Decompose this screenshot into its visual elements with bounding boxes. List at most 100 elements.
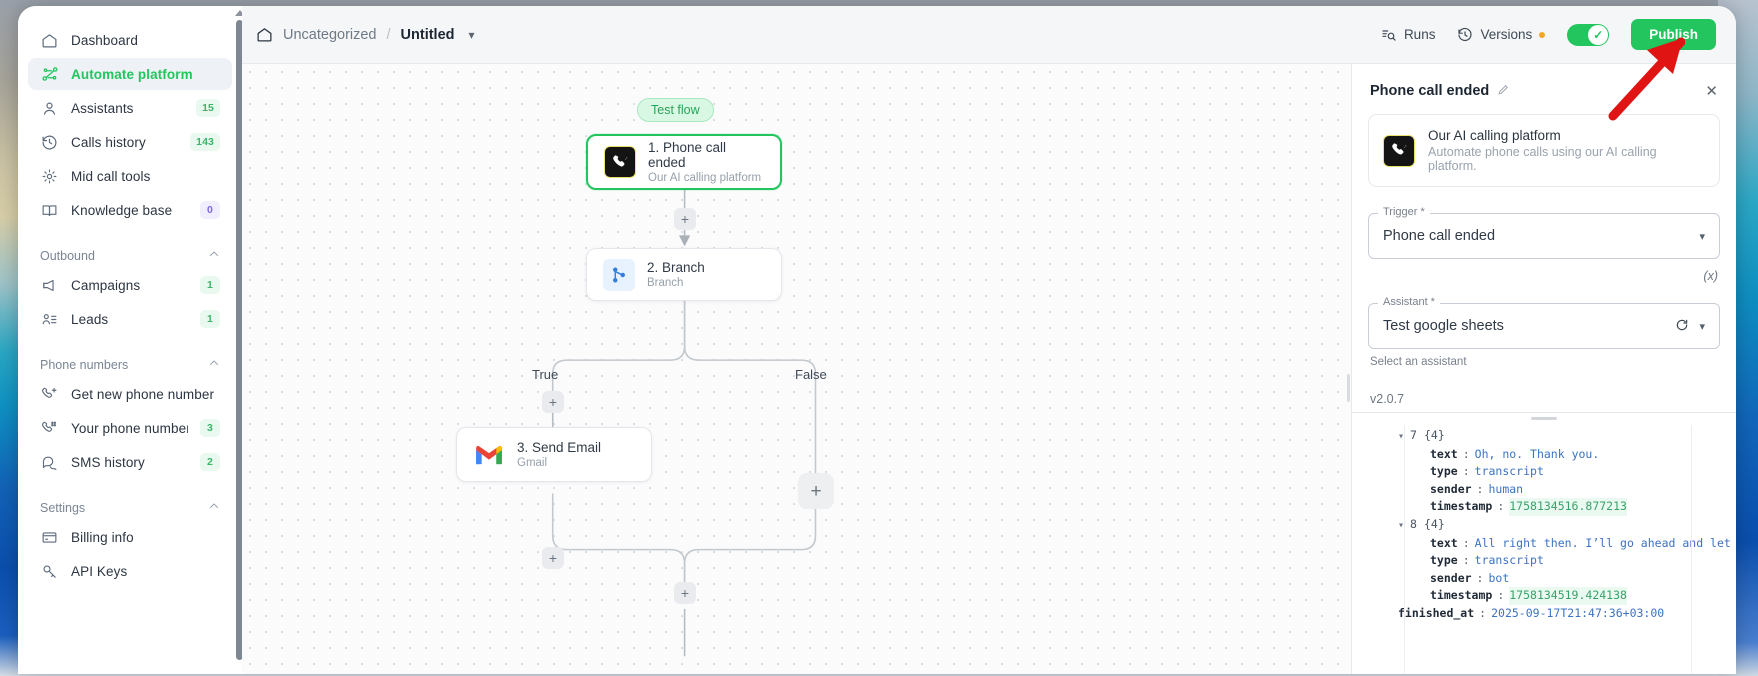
enable-toggle[interactable]: ✓: [1567, 23, 1610, 46]
trigger-field[interactable]: Trigger * Phone call ended ▾: [1368, 206, 1720, 259]
sidebar-item-badge: 1: [200, 309, 220, 329]
sidebar-item-get-new-phone-number[interactable]: Get new phone number: [28, 378, 232, 410]
home-icon: [40, 31, 59, 50]
json-value: 1758134516.877213: [1509, 498, 1627, 516]
flow-node-texts: 2. Branch Branch: [647, 260, 705, 289]
toggle-knob-check-icon: ✓: [1588, 24, 1609, 45]
add-step-false-branch-button[interactable]: +: [798, 473, 834, 509]
sidebar-group-settings[interactable]: Settings: [18, 500, 242, 515]
flow-node-phone-call-ended[interactable]: 1. Phone call ended Our AI calling platf…: [586, 134, 782, 190]
json-indent-guide-right: [1691, 425, 1692, 674]
sidebar-item-automate-platform[interactable]: Automate platform: [28, 58, 232, 90]
run-json-viewer[interactable]: ▾7{4}text:Oh, no. Thank you.type:transcr…: [1352, 412, 1736, 674]
panel-title: Phone call ended: [1370, 83, 1490, 99]
top-toolbar-actions: Runs Versions ✓ Publish: [1381, 19, 1716, 50]
sidebar-group-outbound[interactable]: Outbound: [18, 248, 242, 263]
chevron-up-icon[interactable]: [208, 357, 220, 372]
edge-label-true: True: [532, 367, 559, 382]
sidebar-scroll-up-arrow[interactable]: [235, 10, 245, 16]
json-key-value-row: text:All right then. I’ll go ahead and l…: [1352, 535, 1736, 553]
sidebar-item-label: Campaigns: [71, 277, 141, 293]
chevron-up-icon[interactable]: [208, 248, 220, 263]
flow-node-branch[interactable]: 2. Branch Branch: [586, 248, 782, 301]
flow-node-texts: 1. Phone call ended Our AI calling platf…: [648, 140, 764, 184]
chevron-down-icon[interactable]: ▾: [468, 27, 475, 42]
sidebar-scrollbar[interactable]: [236, 20, 243, 660]
home-icon[interactable]: [256, 26, 273, 43]
json-key-value-row: timestamp:1758134519.424138: [1352, 587, 1736, 605]
json-pane-drag-handle[interactable]: [1531, 417, 1557, 420]
add-step-true-branch-button[interactable]: +: [542, 391, 564, 413]
runs-button[interactable]: Runs: [1381, 27, 1435, 43]
sidebar-item-label: Your phone numbers: [71, 420, 188, 436]
trigger-select-value: Phone call ended: [1383, 228, 1496, 244]
flow-canvas[interactable]: Test flow 1. Phone call ended Our AI cal…: [242, 64, 1351, 674]
branch-icon: [603, 258, 635, 291]
refresh-icon[interactable]: [1675, 318, 1689, 335]
chevron-down-icon[interactable]: ▾: [1699, 230, 1705, 243]
expression-toggle[interactable]: (x): [1703, 269, 1718, 283]
breadcrumb: Uncategorized / Untitled ▾: [256, 26, 475, 43]
panel-header: Phone call ended ✕: [1352, 64, 1736, 110]
sidebar-item-mid-call-tools[interactable]: Mid call tools: [28, 160, 232, 192]
pencil-icon[interactable]: [1497, 83, 1510, 99]
phone-call-icon: [1383, 134, 1415, 167]
sidebar-item-label: Billing info: [71, 529, 134, 545]
sidebar-item-dashboard[interactable]: Dashboard: [28, 24, 232, 56]
chevron-up-icon[interactable]: [208, 500, 220, 515]
json-value: human: [1488, 481, 1524, 496]
add-step-after-send-email-button[interactable]: +: [542, 547, 564, 569]
flow-node-send-email[interactable]: 3. Send Email Gmail: [456, 427, 652, 482]
assistant-select[interactable]: Test google sheets ▾: [1368, 303, 1720, 349]
test-flow-chip[interactable]: Test flow: [637, 98, 714, 122]
versions-button[interactable]: Versions: [1457, 27, 1546, 43]
sidebar-item-api-keys[interactable]: API Keys: [28, 555, 232, 587]
json-value: Oh, no. Thank you.: [1474, 446, 1600, 461]
trigger-info-texts: Our AI calling platform Automate phone c…: [1428, 128, 1705, 173]
add-step-after-merge-button[interactable]: +: [674, 582, 696, 604]
sidebar-item-label: SMS history: [71, 454, 145, 470]
flow-node-texts: 3. Send Email Gmail: [517, 440, 601, 469]
trigger-select[interactable]: Phone call ended ▾: [1368, 213, 1720, 259]
sidebar-item-billing-info[interactable]: Billing info: [28, 521, 232, 553]
assistant-field-help: Select an assistant: [1370, 356, 1467, 368]
json-group-row: ▾7{4}: [1352, 427, 1736, 446]
leads-icon: [40, 310, 59, 329]
chevron-down-icon[interactable]: ▾: [1398, 519, 1405, 531]
sidebar-group-phone-numbers[interactable]: Phone numbers: [18, 357, 242, 372]
sidebar-item-badge: 15: [196, 98, 220, 118]
json-count: {4}: [1423, 516, 1445, 531]
sidebar-item-badge: 143: [190, 132, 220, 152]
chat-icon: [40, 453, 59, 472]
chevron-down-icon[interactable]: ▾: [1398, 431, 1405, 442]
chevron-down-icon[interactable]: ▾: [1699, 320, 1705, 333]
flow-node-title: 3. Send Email: [517, 440, 602, 455]
phone-call-icon: [604, 146, 636, 178]
key-icon: [40, 562, 59, 581]
json-key-value-row: type:transcript: [1352, 552, 1736, 570]
breadcrumb-current[interactable]: Untitled: [400, 26, 455, 43]
sidebar-group-label: Settings: [40, 500, 86, 515]
canvas-resize-handle[interactable]: [1347, 374, 1350, 402]
sidebar-item-label: Calls history: [71, 134, 146, 150]
sidebar-item-label: Dashboard: [71, 32, 138, 48]
assistant-field[interactable]: Assistant * Test google sheets ▾: [1368, 296, 1720, 349]
sidebar-item-label: API Keys: [71, 563, 128, 579]
publish-button[interactable]: Publish: [1631, 19, 1716, 50]
add-step-after-node-1-button[interactable]: +: [674, 208, 696, 230]
sidebar-item-calls-history[interactable]: Calls history 143: [28, 126, 232, 158]
book-icon: [40, 201, 59, 220]
close-icon[interactable]: ✕: [1705, 83, 1718, 100]
sidebar-group-label: Outbound: [40, 248, 95, 263]
breadcrumb-parent[interactable]: Uncategorized: [283, 26, 377, 43]
json-key: type: [1430, 464, 1458, 479]
edge-label-false: False: [795, 367, 827, 382]
